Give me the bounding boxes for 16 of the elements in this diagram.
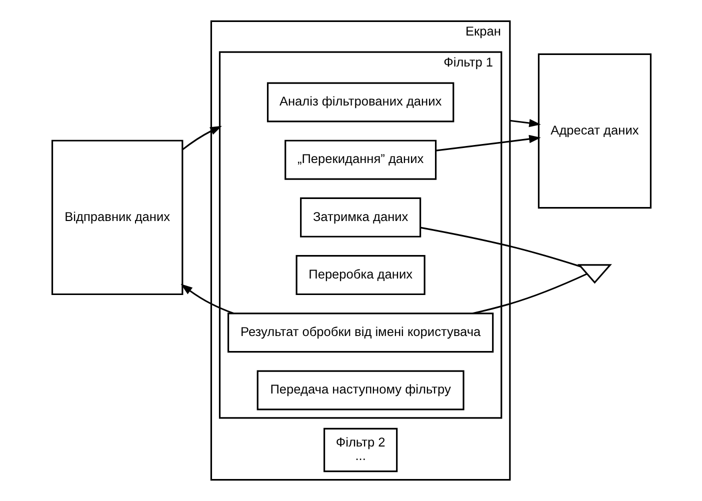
node-box: Фільтр 2 ... [323, 428, 398, 472]
node-box: Відправник даних [50, 140, 183, 296]
node-box: Переробка даних [295, 255, 425, 296]
connector [472, 273, 587, 314]
arrow [180, 284, 234, 314]
node-box: Затримка даних [300, 197, 421, 238]
node-box: Передача наступному фільтру [256, 370, 464, 410]
arrow [182, 126, 222, 150]
arrow [435, 134, 540, 152]
connector [420, 226, 580, 268]
node-box: Результат обробки від імені користувача [226, 312, 494, 353]
node-box: Аналіз фільтрованих даних [266, 82, 454, 122]
node-box: „Перекидання” даних [284, 140, 436, 180]
node-box: Адресат даних [537, 53, 652, 209]
arrow [509, 118, 540, 128]
node-ground [577, 264, 612, 284]
